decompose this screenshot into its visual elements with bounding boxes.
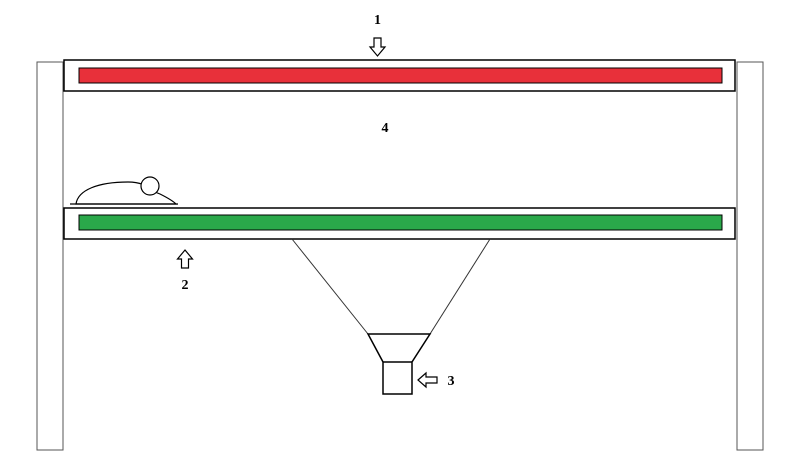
right-post bbox=[736, 61, 764, 451]
collector-funnel bbox=[366, 333, 432, 395]
mouse-icon bbox=[70, 176, 178, 205]
up-arrow-icon bbox=[176, 249, 194, 269]
top-plate-heater bbox=[78, 67, 723, 84]
bottom-plate-floor bbox=[78, 214, 723, 231]
down-arrow-icon bbox=[368, 37, 387, 57]
funnel-line-right bbox=[429, 238, 491, 335]
left-post bbox=[36, 61, 64, 451]
label-3: 3 bbox=[448, 374, 455, 389]
label-1: 1 bbox=[374, 13, 381, 28]
left-arrow-icon bbox=[417, 371, 438, 389]
label-2: 2 bbox=[182, 278, 189, 293]
funnel-line-left bbox=[291, 238, 369, 335]
label-4: 4 bbox=[382, 121, 389, 136]
